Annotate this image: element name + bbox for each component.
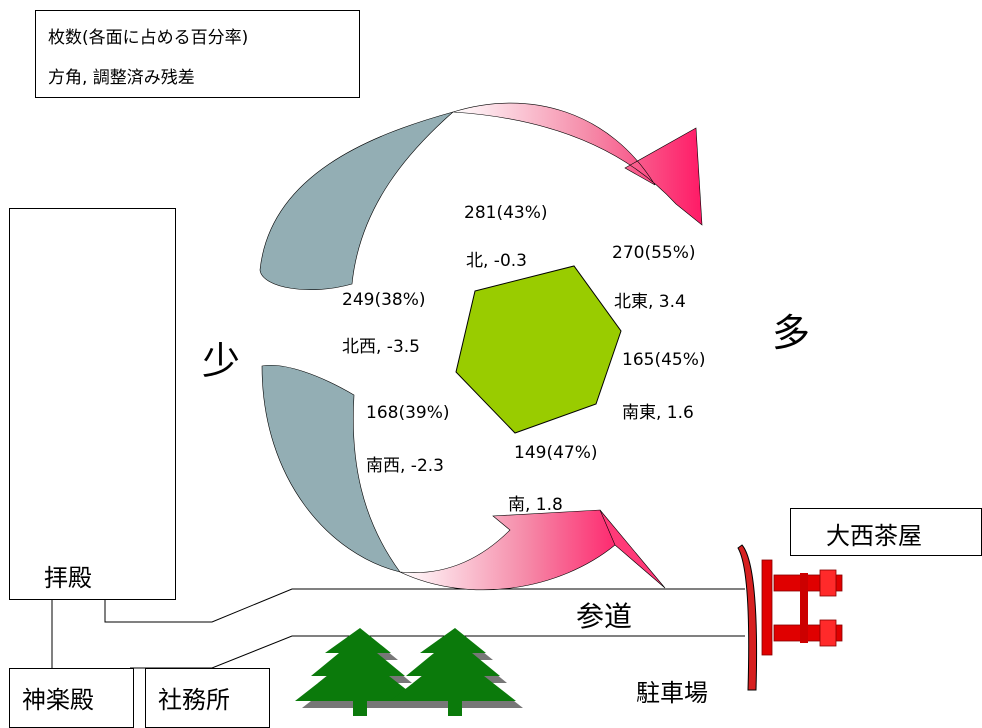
legend-count-label: 枚数(各面に占める百分率) bbox=[48, 28, 249, 48]
chaya-label: 大西茶屋 bbox=[826, 522, 922, 550]
southwest-residual: 南西, -2.3 bbox=[366, 456, 444, 476]
shamusho-label: 社務所 bbox=[158, 686, 230, 714]
legend-direction-label: 方角, 調整済み残差 bbox=[48, 68, 195, 88]
lower-arrow-pink-part bbox=[399, 509, 631, 591]
lower-arrow-pink-head bbox=[599, 509, 666, 589]
tree-right bbox=[390, 628, 523, 716]
northwest-residual: 北西, -3.5 bbox=[342, 337, 420, 357]
southwest-count: 168(39%) bbox=[366, 403, 450, 423]
upper-arrow-blue-part bbox=[259, 111, 454, 290]
lower-curved-arrow bbox=[261, 365, 666, 591]
sando-label: 参道 bbox=[576, 600, 633, 633]
tree-left bbox=[295, 628, 428, 716]
hexagon-shape bbox=[455, 265, 622, 434]
southeast-count: 165(45%) bbox=[622, 350, 706, 370]
south-residual: 南, 1.8 bbox=[508, 495, 563, 515]
northeast-count: 270(55%) bbox=[612, 243, 696, 263]
north-count: 281(43%) bbox=[464, 203, 548, 223]
north-residual: 北, -0.3 bbox=[466, 251, 527, 271]
haiden-label: 拝殿 bbox=[44, 564, 92, 592]
southeast-residual: 南東, 1.6 bbox=[622, 403, 694, 423]
upper-curved-arrow bbox=[259, 102, 703, 290]
line-haiden-to-torii bbox=[104, 588, 745, 623]
upper-arrow-pink-part bbox=[452, 102, 703, 226]
less-label: 少 bbox=[202, 339, 241, 383]
parking-label: 駐車場 bbox=[636, 679, 708, 707]
lower-arrow-blue-part bbox=[261, 365, 401, 573]
chaya-box bbox=[790, 508, 982, 556]
northeast-residual: 北東, 3.4 bbox=[614, 292, 686, 312]
kaguraden-label: 神楽殿 bbox=[22, 686, 94, 714]
northwest-count: 249(38%) bbox=[342, 290, 426, 310]
legend-box: 枚数(各面に占める百分率) 方角, 調整済み残差 bbox=[35, 10, 360, 98]
south-count: 149(47%) bbox=[514, 443, 598, 463]
trees bbox=[295, 628, 523, 716]
haiden-box bbox=[9, 208, 176, 600]
torii-gate-icon bbox=[737, 544, 843, 691]
more-label: 多 bbox=[772, 311, 811, 355]
